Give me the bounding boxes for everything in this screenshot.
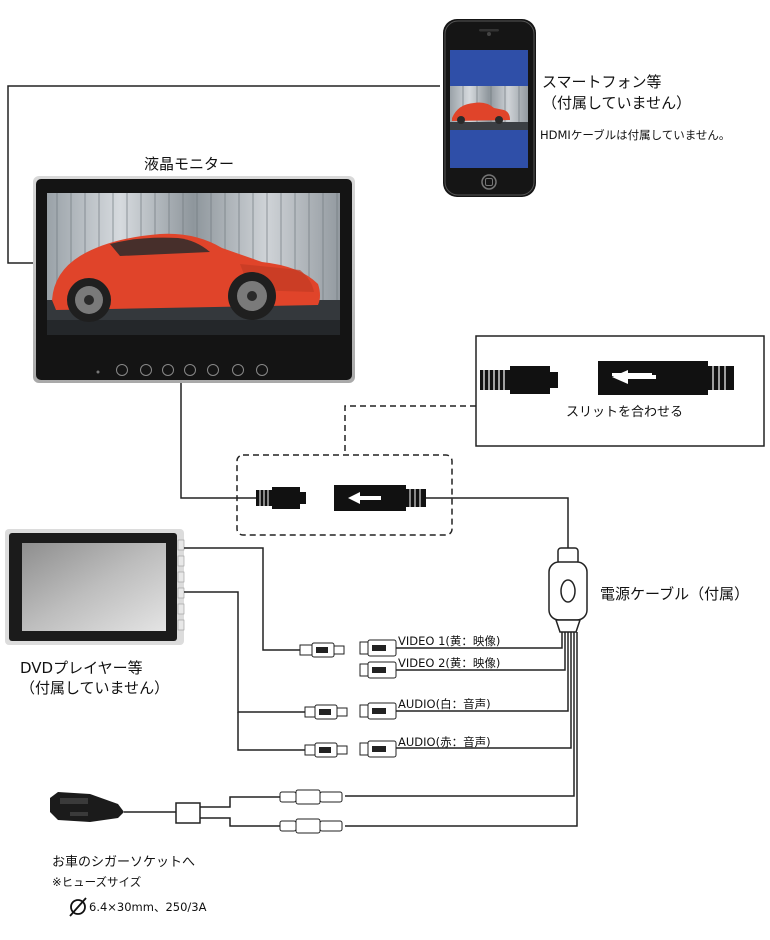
prev-icon xyxy=(162,364,174,376)
return-icon xyxy=(256,364,268,376)
mode-icon xyxy=(184,364,196,376)
menu-icon xyxy=(140,364,152,376)
down-icon xyxy=(232,364,244,376)
rca-jack-audio-red xyxy=(359,740,397,758)
power-cable-box xyxy=(548,547,588,633)
rca-plug-audio-red-dvd xyxy=(304,742,348,758)
monitor-cable xyxy=(180,383,256,499)
diameter-icon xyxy=(69,897,87,917)
bullet-connector-top xyxy=(279,789,343,805)
video1-label: VIDEO 1(黄：映像) xyxy=(398,634,501,648)
power-connector-socket xyxy=(334,485,426,511)
power-cable-trunk xyxy=(426,497,569,555)
rca-jack-video1 xyxy=(359,639,397,657)
hdmi-note: HDMIケーブルは付属していません。 xyxy=(540,128,731,142)
up-icon xyxy=(207,364,219,376)
dvd-screen xyxy=(22,543,166,631)
monitor-label: 液晶モニター xyxy=(144,155,235,173)
rca-plug-video-dvd xyxy=(299,642,345,658)
cigar-socket-label: お車のシガーソケットへ xyxy=(52,855,196,870)
lcd-monitor xyxy=(33,176,355,383)
video2-label: VIDEO 2(黄：映像) xyxy=(398,656,501,670)
cigar-plug xyxy=(50,792,176,822)
dvd-side-buttons xyxy=(177,539,185,631)
fuse-spec-label: 6.4×30mm、250/3A xyxy=(89,900,207,914)
connector-dashed-box xyxy=(236,454,453,536)
power-cable-label: 電源ケーブル（付属） xyxy=(600,585,750,603)
smartphone-not-included-label: （付属していません） xyxy=(542,94,692,112)
hdmi-wire xyxy=(7,85,440,264)
fuse-holder xyxy=(175,802,201,824)
dvd-wires xyxy=(184,547,305,751)
bullet-connector-bottom xyxy=(279,818,343,834)
fuse-size-label: ※ヒューズサイズ xyxy=(52,875,142,889)
smartphone xyxy=(443,19,536,197)
monitor-connector-plug xyxy=(256,487,306,509)
power-icon xyxy=(116,364,128,376)
audio-white-label: AUDIO(白：音声) xyxy=(398,697,491,711)
monitor-buttons xyxy=(96,364,268,376)
slit-label: スリットを合わせる xyxy=(566,405,684,420)
dvd-not-included-label: （付属していません） xyxy=(20,679,170,697)
smartphone-label: スマートフォン等 xyxy=(542,73,662,91)
arrow-left-icon xyxy=(612,370,628,384)
dvd-label: DVDプレイヤー等 xyxy=(20,659,143,677)
detail-leader xyxy=(344,405,476,455)
slit-socket-right xyxy=(598,361,734,395)
cigar-wires xyxy=(200,796,280,827)
rca-plug-audio-white-dvd xyxy=(304,704,348,720)
rca-jack-video2 xyxy=(359,661,397,679)
rca-jack-audio-white xyxy=(359,702,397,720)
slit-plug-left xyxy=(480,366,558,394)
power-branches xyxy=(345,632,578,827)
dvd-player xyxy=(5,529,185,645)
phone-home-button xyxy=(481,174,497,190)
audio-red-label: AUDIO(赤：音声) xyxy=(398,735,491,749)
